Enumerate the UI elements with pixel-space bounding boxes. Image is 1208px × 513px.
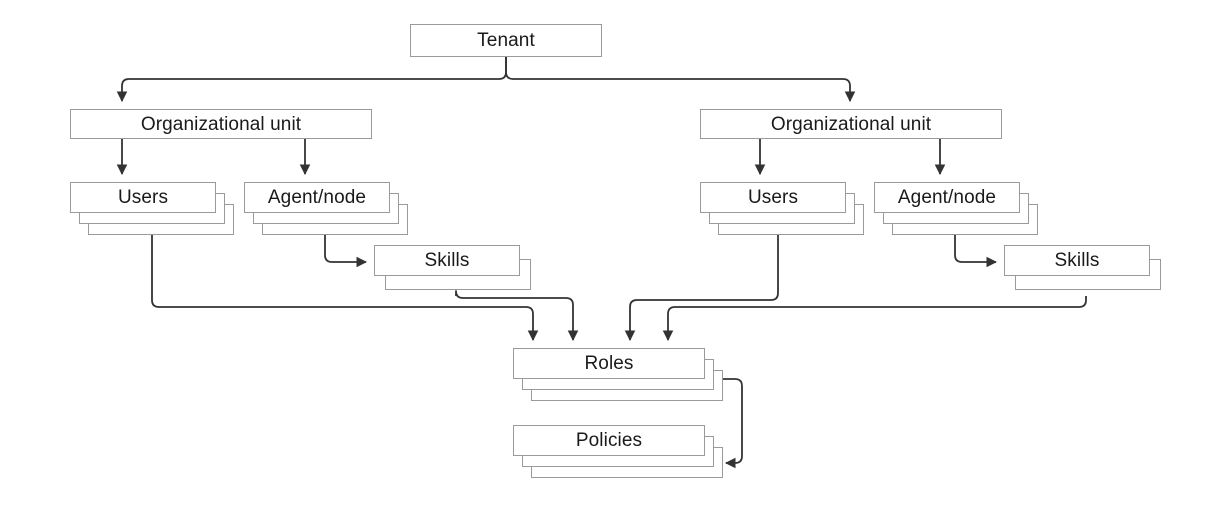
node-agent-node-right[interactable]: Agent/node: [874, 182, 1038, 235]
node-agent-node-left[interactable]: Agent/node: [244, 182, 408, 235]
node-label-users-right: Users: [747, 187, 799, 208]
edge-tenant-to-ou-right: [505, 57, 856, 103]
node-organizational-unit-right[interactable]: Organizational unit: [700, 109, 1002, 139]
node-policies[interactable]: Policies: [513, 425, 723, 478]
node-organizational-unit-left[interactable]: Organizational unit: [70, 109, 372, 139]
edge-agent-left-to-skills-left: [324, 233, 368, 268]
node-label-skills-left: Skills: [424, 250, 470, 271]
node-tenant[interactable]: Tenant: [410, 24, 602, 57]
node-label-users-left: Users: [117, 187, 169, 208]
edge-agent-right-to-skills-right: [954, 233, 998, 268]
node-label-skills-right: Skills: [1054, 250, 1100, 271]
node-label-organizational-unit-right: Organizational unit: [770, 113, 932, 135]
node-skills-left[interactable]: Skills: [374, 245, 531, 290]
node-skills-right[interactable]: Skills: [1004, 245, 1161, 290]
node-label-agent-node-right: Agent/node: [897, 187, 997, 208]
edge-tenant-to-ou-left: [116, 57, 507, 103]
node-users-left[interactable]: Users: [70, 182, 234, 235]
edge-skills-right-to-roles: [662, 296, 1087, 342]
node-label-roles: Roles: [584, 353, 634, 374]
node-label-policies: Policies: [575, 430, 643, 451]
node-label-agent-node-left: Agent/node: [267, 187, 367, 208]
edge-skills-left-to-roles: [455, 290, 579, 342]
edge-roles-to-policies: [721, 378, 743, 469]
node-label-tenant: Tenant: [477, 30, 535, 51]
node-label-organizational-unit-left: Organizational unit: [140, 113, 302, 135]
edge-users-right-to-roles: [624, 233, 779, 342]
node-users-right[interactable]: Users: [700, 182, 864, 235]
node-roles[interactable]: Roles: [513, 348, 723, 401]
